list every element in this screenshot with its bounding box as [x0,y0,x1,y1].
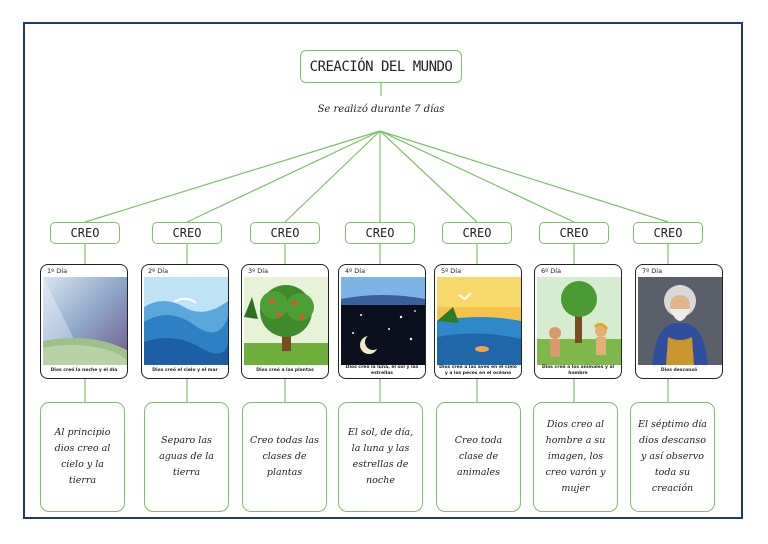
connector-branch-5 [379,130,478,223]
light-over-earth-image [43,277,127,365]
day-label: 6º Día [541,267,562,275]
day-caption: Dios creó el cielo y el mar [152,367,218,373]
diagram-subtitle: Se realizó durante 7 días [317,104,445,115]
day-caption: Dios creó a las aves en el cielo y a los… [439,365,517,376]
day-card-5: 5º Día Dios creó a las aves en el cielo … [434,264,522,379]
day-card-6: 6º Día Dios creó a los animales y al hom… [534,264,622,379]
description-box-6: Dios creo al hombre a su imagen, los cre… [533,402,618,512]
tree-image [244,277,328,365]
creo-box-1: CREO [50,222,120,244]
description-box-4: El sol, de día, la luna y las estrellas … [338,402,423,512]
day-caption: Dios creó a las plantas [256,367,314,373]
birds-and-fish-image [437,277,521,365]
connector-branch-3 [284,130,381,223]
day-card-1: 1º Día Dios creó la noche y el día [40,264,128,379]
sky-and-sea-image [144,277,228,365]
connector-branch-1 [84,130,381,223]
description-box-1: Al principio dios creo al cielo y la tie… [40,402,125,512]
diagram-title: CREACIÓN DEL MUNDO [300,50,462,83]
creo-box-5: CREO [442,222,512,244]
day-label: 3º Día [248,267,269,275]
day-card-7: 7º Día Dios descansó [635,264,723,379]
connector-branch-7 [379,130,669,223]
day-label: 1º Día [47,267,68,275]
day-label: 7º Día [642,267,663,275]
day-caption: Dios descansó [660,367,698,373]
day-card-4: 4º Día Dios creó la luna, el sol y las e… [338,264,426,379]
god-resting-image [638,277,722,365]
day-card-3: 3º Día Dios creó a las plantas [241,264,329,379]
adam-and-eve-image [537,277,621,365]
creo-box-6: CREO [539,222,609,244]
description-box-2: Separo las aguas de la tierra [144,402,229,512]
day-caption: Dios creó la luna, el sol y las estrella… [345,365,419,376]
moon-and-stars-image [341,277,425,365]
day-card-2: 2º Día Dios creó el cielo y el mar [141,264,229,379]
creo-box-7: CREO [633,222,703,244]
day-caption: Dios creó a los animales y al hombre [541,365,615,376]
day-label: 5º Día [441,267,462,275]
creo-box-3: CREO [250,222,320,244]
day-label: 2º Día [148,267,169,275]
day-caption: Dios creó la noche y el día [50,367,118,373]
description-box-5: Creo toda clase de animales [436,402,521,512]
creo-box-2: CREO [152,222,222,244]
description-box-3: Creo todas las clases de plantas [242,402,327,512]
connector-branch-6 [379,130,575,223]
connector-branch-2 [186,130,381,223]
description-box-7: El séptimo día dios descanso y así obser… [630,402,715,512]
creo-box-4: CREO [345,222,415,244]
day-label: 4º Día [345,267,366,275]
